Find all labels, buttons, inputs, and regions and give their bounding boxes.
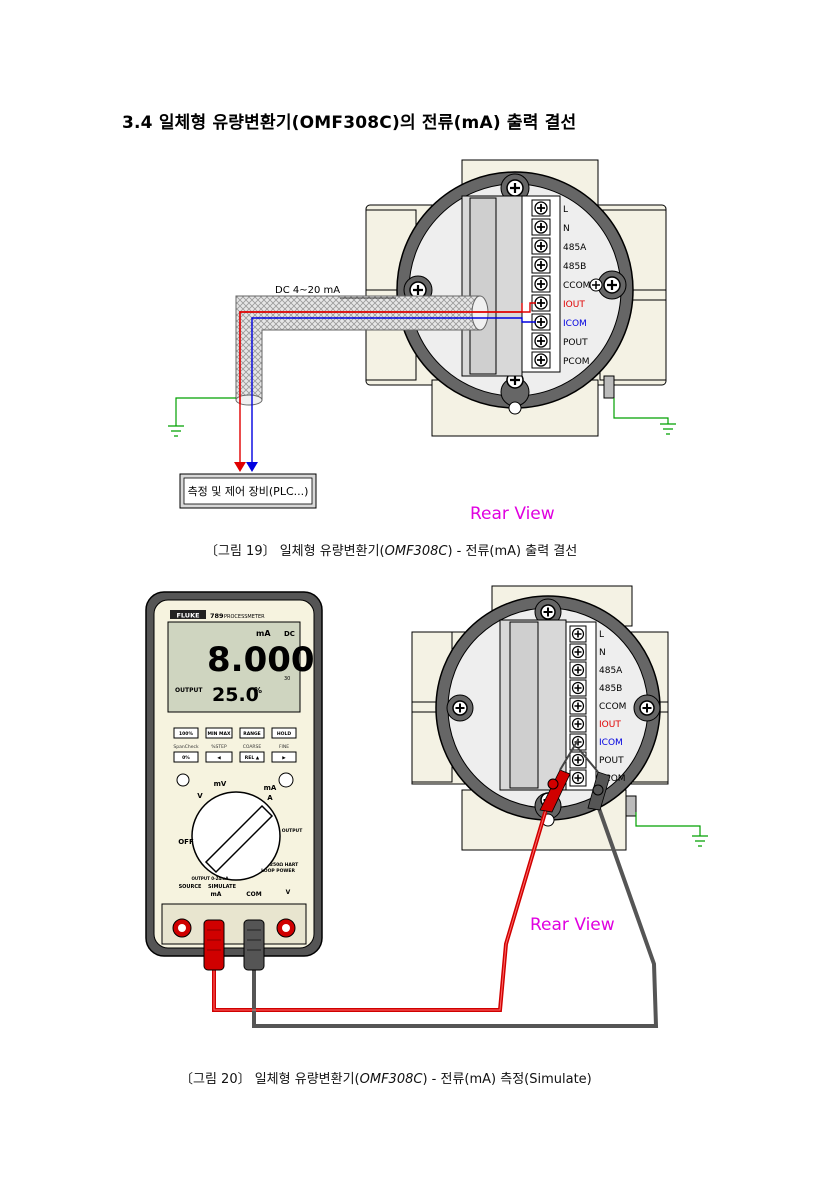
transmitter-housing-19 — [365, 159, 667, 437]
dial-label: V — [286, 889, 291, 896]
terminal-label: PCOM — [563, 357, 590, 367]
dial-label: V — [197, 792, 203, 800]
terminal-label: L — [563, 205, 568, 215]
terminal-label: POUT — [563, 338, 588, 348]
terminal-label: 485A — [563, 243, 587, 253]
dial-label: SOURCE — [179, 884, 202, 890]
meter-button-label: MIN MAX — [208, 731, 231, 737]
dial-label: SIMULATE — [208, 884, 237, 890]
cable-label: DC 4~20 mA — [275, 285, 340, 296]
control-device-label: 측정 및 제어 장비(PLC...) — [188, 485, 309, 498]
terminal-label: PCOM — [599, 774, 626, 784]
meter-button-label: RANGE — [243, 731, 260, 737]
meter-button-label: HOLD — [277, 731, 291, 737]
figure-19-caption: 〔그림 19〕 일체형 유량변환기(OMF308C) - 전류(mA) 출력 결… — [205, 544, 578, 559]
lcd-output-label: OUTPUT — [175, 687, 203, 694]
terminal-label: L — [599, 630, 604, 640]
meter-model-name: PROCESSMETER — [224, 614, 265, 620]
lcd-reading: 8.000 — [207, 640, 315, 680]
dial-label: OUTPUT — [282, 828, 304, 834]
terminal-label: CCOM — [563, 281, 590, 291]
rear-view-label: Rear View — [470, 504, 555, 524]
figure-20-caption: 〔그림 20〕 일체형 유량변환기(OMF308C) - 전류(mA) 측정(S… — [180, 1072, 592, 1087]
dial-label: mA — [211, 891, 222, 898]
terminal-label: 485A — [599, 666, 623, 676]
terminal-labels-19: L N 485A 485B CCOM IOUT ICOM POUT PCOM — [563, 205, 590, 367]
terminal-label-icom: ICOM — [563, 319, 587, 329]
dial-label: 250Ω HART — [270, 862, 299, 868]
lcd-mode: DC — [284, 630, 295, 638]
control-device-box: 측정 및 제어 장비(PLC...) — [179, 473, 317, 509]
meter-brand: FLUKE — [176, 612, 199, 620]
ground-symbol-left — [168, 397, 236, 437]
terminal-label-iout: IOUT — [599, 720, 621, 730]
dial-label: OFF — [178, 838, 194, 846]
meter-model: 789 — [210, 612, 224, 620]
ground-symbol-right — [613, 398, 676, 435]
dial-label: mA — [264, 784, 277, 792]
section-heading: 3.4 일체형 유량변환기(OMF308C)의 전류(mA) 출력 결선 — [122, 113, 577, 133]
terminal-label: CCOM — [599, 702, 626, 712]
meter-key-label: %STEP — [211, 744, 227, 750]
meter-key-label: FINE — [279, 744, 289, 750]
meter-button-label: REL ▲ — [245, 755, 260, 761]
terminal-label-icom: ICOM — [599, 738, 623, 748]
multimeter: FLUKE 789 PROCESSMETER mA DC 8.000 30 OU… — [145, 591, 323, 971]
meter-button-label: ▶ — [282, 756, 286, 761]
meter-button-label: 100% — [179, 731, 193, 737]
terminal-label: 485B — [599, 684, 622, 694]
terminal-label: 485B — [563, 262, 586, 272]
lcd-unit: mA — [256, 629, 271, 638]
shielded-cable — [234, 295, 536, 472]
test-leads — [212, 739, 659, 1028]
lcd-percent-sign: % — [254, 686, 262, 695]
meter-button-label: ◀ — [217, 756, 221, 761]
terminal-label: N — [599, 648, 606, 658]
dial-label: mV — [214, 780, 227, 788]
dial-sub-label: OUTPUT 0-24mA — [192, 876, 230, 881]
figure-19-wiring-diagram: L N 485A 485B CCOM IOUT ICOM POUT PCOM D… — [168, 159, 676, 524]
meter-key-label: SpanCheck — [173, 744, 199, 750]
dial-label: LOOP POWER — [261, 868, 295, 874]
ground-symbol-20 — [635, 812, 708, 847]
terminal-label-iout: IOUT — [563, 300, 585, 310]
rear-view-label-20: Rear View — [530, 915, 615, 935]
lcd-range: 30 — [284, 676, 290, 682]
meter-button-label: 0% — [182, 755, 190, 761]
dial-label: A — [267, 794, 273, 802]
terminal-label: POUT — [599, 756, 624, 766]
meter-key-label: COARSE — [243, 744, 262, 750]
lcd-percent: 25.0 — [212, 684, 259, 706]
dial-label: COM — [246, 891, 262, 898]
terminal-label: N — [563, 224, 570, 234]
terminal-labels-20: L N 485A 485B CCOM IOUT ICOM POUT PCOM — [599, 630, 626, 784]
